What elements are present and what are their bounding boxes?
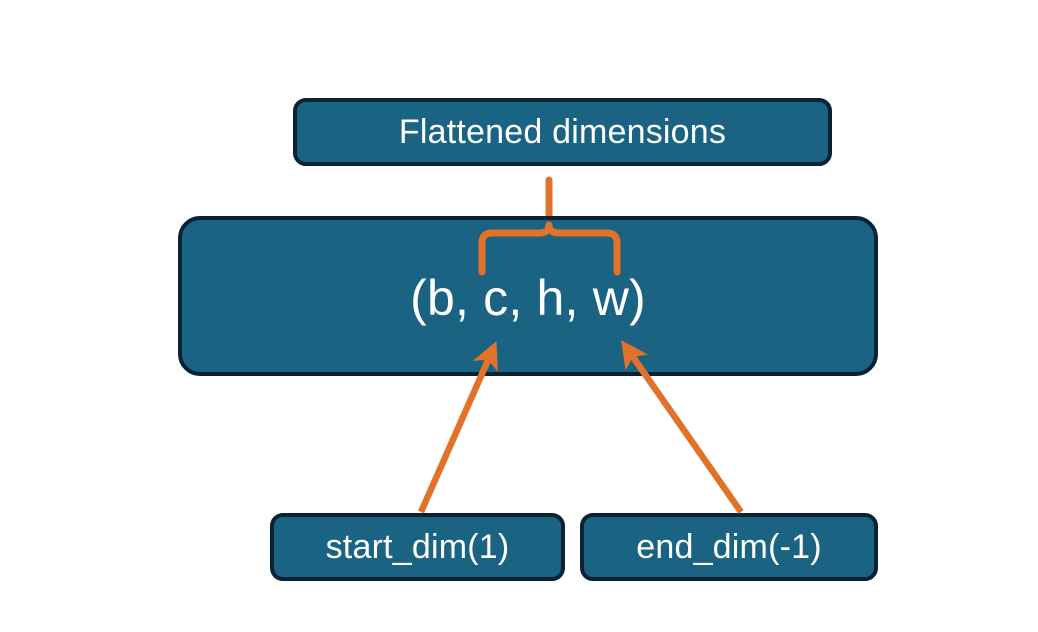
start-dim-label: start_dim(1) xyxy=(325,527,510,566)
shape-tuple-label: (b, c, h, w) xyxy=(410,270,646,326)
shape-tuple-node[interactable]: (b, c, h, w) xyxy=(178,216,878,376)
start-dim-node[interactable]: start_dim(1) xyxy=(270,513,565,581)
flattened-dimensions-label: Flattened dimensions xyxy=(398,112,727,151)
flattened-dimensions-node[interactable]: Flattened dimensions xyxy=(293,98,832,166)
end-dim-node[interactable]: end_dim(-1) xyxy=(580,513,878,581)
end-dim-label: end_dim(-1) xyxy=(636,527,822,566)
